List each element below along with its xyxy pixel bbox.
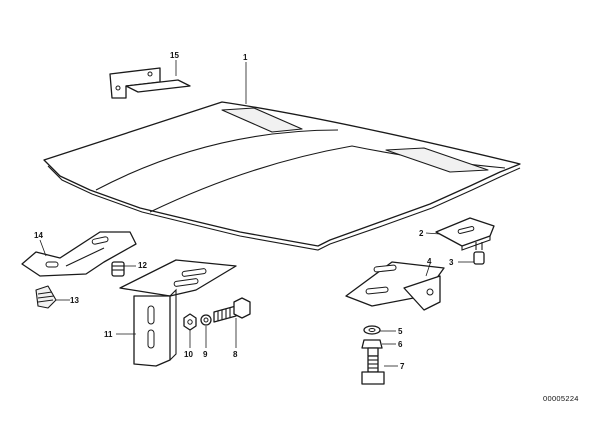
leader-4 <box>425 263 431 277</box>
hood-vent-front <box>385 147 489 173</box>
hinge-plate-4 <box>345 261 445 311</box>
screw-3 <box>473 242 485 265</box>
callout-3: 3 <box>449 258 454 267</box>
callout-6: 6 <box>398 340 403 349</box>
callout-8: 8 <box>233 350 238 359</box>
bracket-2 <box>435 217 495 251</box>
hood-vent-rear <box>221 107 303 133</box>
nut-10 <box>183 313 197 331</box>
screw-12 <box>111 261 125 277</box>
callout-15: 15 <box>170 51 179 60</box>
callout-7: 7 <box>400 362 405 371</box>
hood-panel <box>43 101 521 251</box>
bolt-8 <box>213 297 251 323</box>
hinge-11 <box>119 259 237 367</box>
callout-13: 13 <box>70 296 79 305</box>
leader-14 <box>39 239 47 257</box>
washer-5 <box>363 325 381 335</box>
leader-2 <box>425 232 441 235</box>
callout-5: 5 <box>398 327 403 336</box>
callout-1: 1 <box>243 53 248 62</box>
buffer-13 <box>35 285 57 309</box>
document-number: 00005224 <box>543 394 579 403</box>
callout-2: 2 <box>419 229 424 238</box>
callout-9: 9 <box>203 350 208 359</box>
bracket-15 <box>109 67 191 99</box>
callout-14: 14 <box>34 231 43 240</box>
bolt-7 <box>361 355 385 385</box>
washer-9 <box>200 314 212 326</box>
callout-12: 12 <box>138 261 147 270</box>
nut-6 <box>361 339 383 357</box>
callout-4: 4 <box>427 257 432 266</box>
callout-11: 11 <box>104 330 113 339</box>
callout-10: 10 <box>184 350 193 359</box>
strap-14 <box>21 231 137 277</box>
